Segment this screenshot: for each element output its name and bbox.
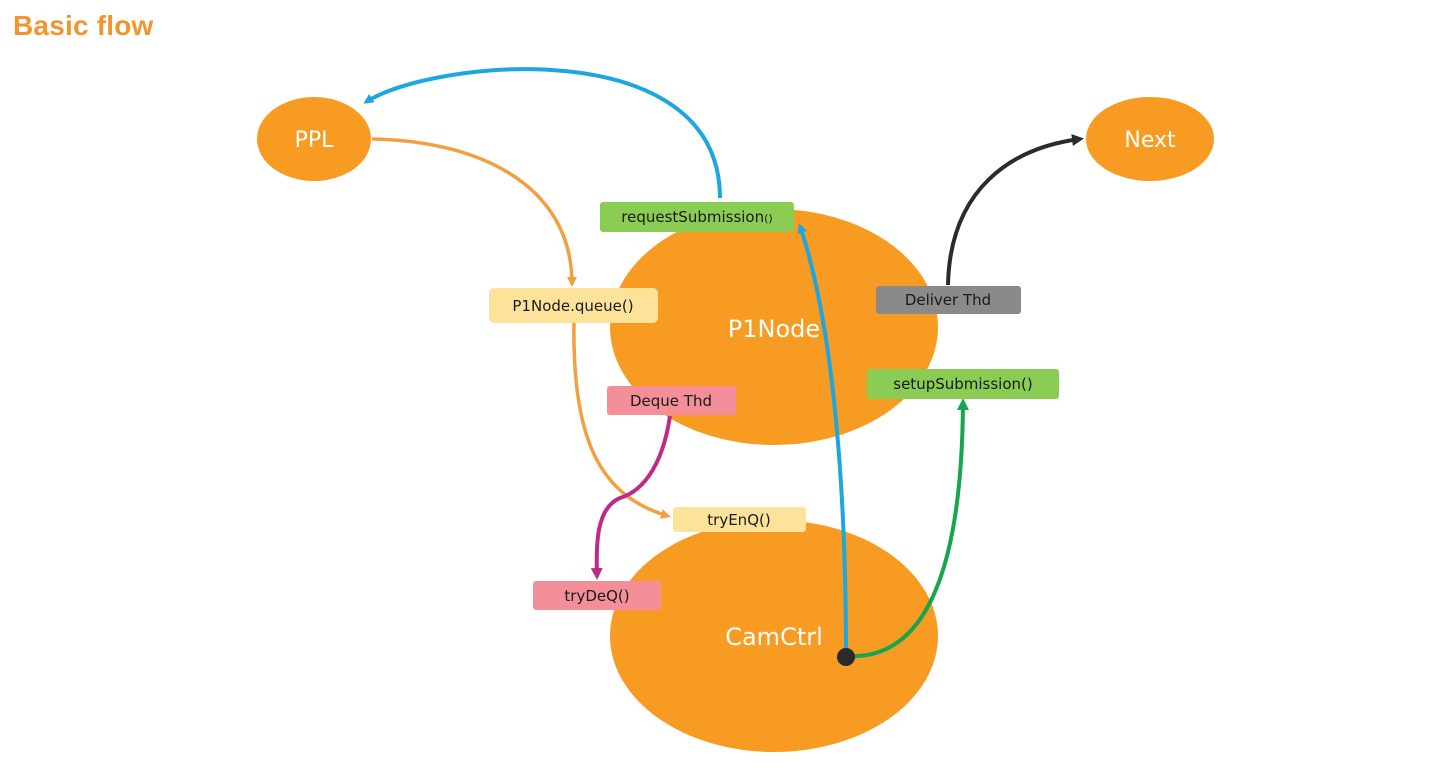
box-deliver-thd: Deliver Thd (876, 286, 1021, 314)
box-deque-thd: Deque Thd (607, 386, 736, 415)
box-p1node-queue: P1Node.queue() (489, 288, 658, 323)
arrow-deque-to-trydeq (590, 415, 672, 580)
box-try-enq-label: tryEnQ() (707, 511, 770, 529)
arrow-queue-to-tryenq (572, 321, 671, 519)
node-camctrl-label: CamCtrl (725, 623, 823, 651)
box-try-deq-label: tryDeQ() (564, 587, 629, 605)
slide-title: Basic flow (13, 10, 154, 41)
node-camctrl (610, 520, 938, 752)
node-p1node-label: P1Node (728, 315, 820, 343)
arrow-camctrl-to-setup (847, 398, 969, 659)
arrow-ppl-to-queue (371, 137, 577, 287)
box-deque-thd-label: Deque Thd (630, 392, 712, 410)
box-request-submission-parens: () (764, 212, 773, 225)
box-p1node-queue-label: P1Node.queue() (512, 297, 633, 315)
box-deliver-thd-label: Deliver Thd (905, 291, 991, 309)
arrow-camctrl-to-request (797, 223, 848, 657)
arrow-deliver-to-next (946, 134, 1084, 286)
box-setup-submission-label: setupSubmission() (893, 375, 1032, 393)
node-next-label: Next (1124, 128, 1176, 153)
svg-text:requestSubmission(): requestSubmission() (621, 208, 772, 226)
box-setup-submission: setupSubmission() (867, 369, 1059, 399)
arrow-request-to-ppl (363, 67, 722, 199)
box-request-submission: requestSubmission() (600, 202, 794, 232)
box-try-deq: tryDeQ() (533, 581, 661, 610)
connection-dot (837, 648, 855, 666)
node-ppl-label: PPL (295, 128, 335, 153)
box-try-enq: tryEnQ() (673, 507, 806, 532)
node-next (1086, 97, 1214, 181)
box-request-submission-label: requestSubmission (621, 208, 764, 226)
node-ppl (257, 97, 371, 181)
